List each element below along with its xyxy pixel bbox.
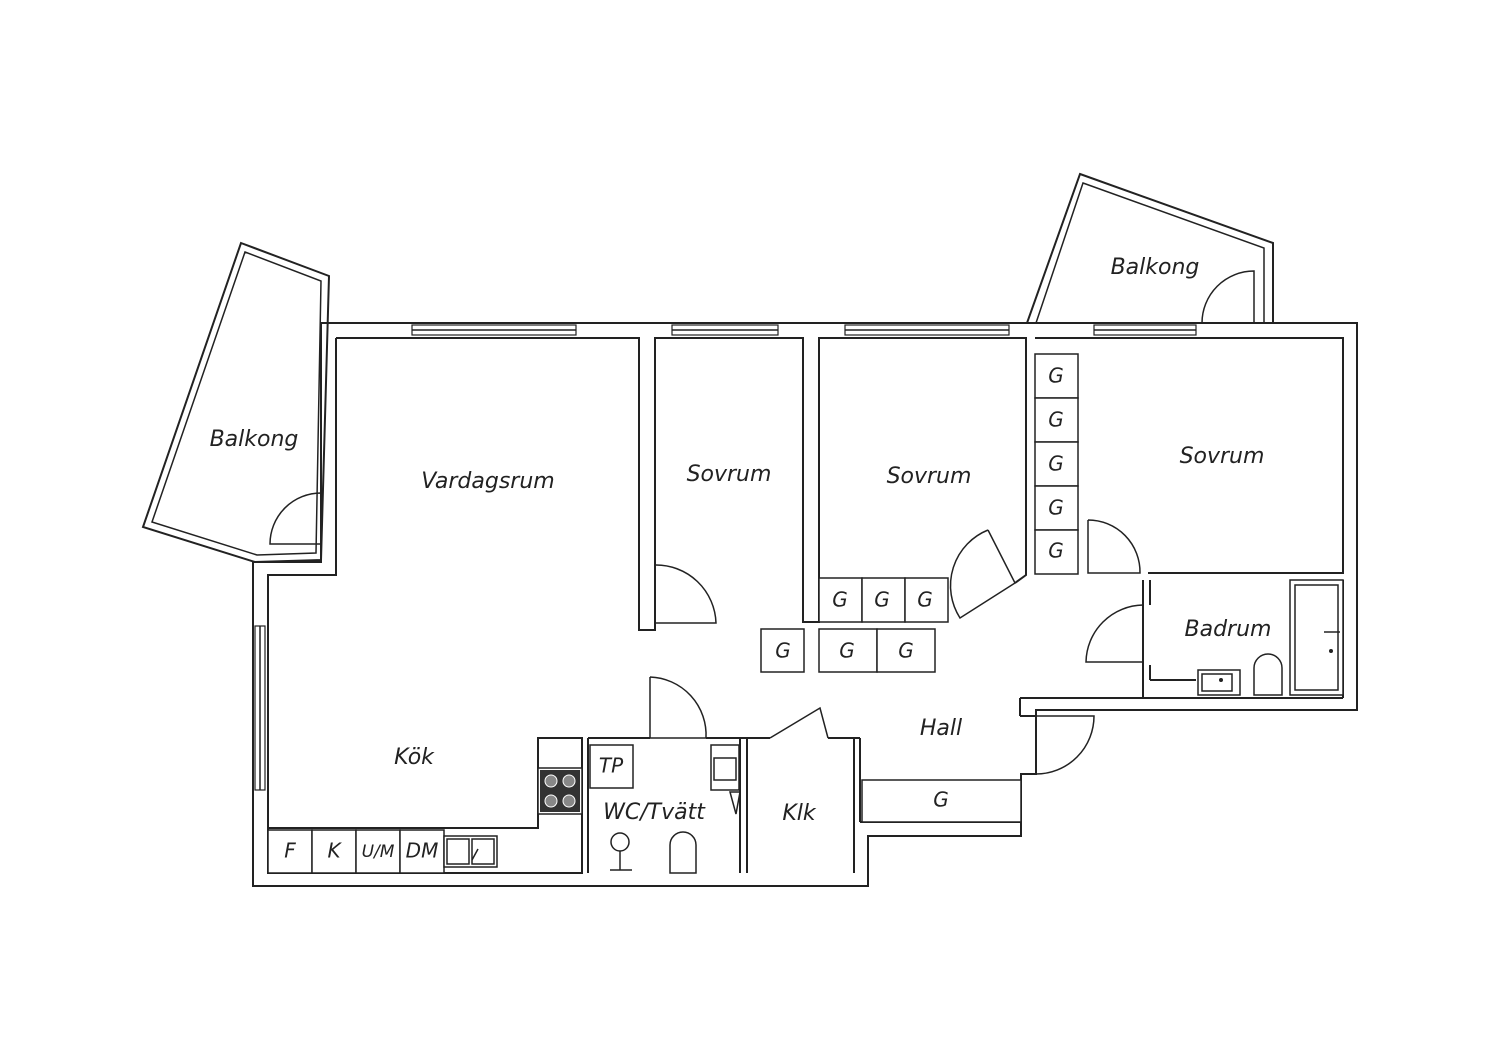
- stove-icon: [540, 770, 580, 812]
- kitchen-sink-icon: [443, 835, 498, 868]
- kitchen-label: Kök: [394, 745, 435, 770]
- wardrobe-label: G: [874, 588, 890, 612]
- doors: [269, 270, 1255, 775]
- wardrobe-label: G: [1048, 539, 1064, 563]
- wardrobe-label: G: [1048, 364, 1064, 388]
- closet-label: Klk: [782, 801, 817, 826]
- wardrobe-label: G: [917, 588, 933, 612]
- bathtub-icon: [1289, 579, 1344, 696]
- bedroom-2-label: Sovrum: [887, 464, 972, 489]
- bathroom-label: Badrum: [1185, 617, 1272, 642]
- balcony-right-label: Balkong: [1111, 255, 1200, 280]
- toilet-icon: [669, 831, 697, 874]
- balcony-right: [1025, 172, 1274, 324]
- wardrobe-label: G: [1048, 452, 1064, 476]
- windows: [254, 324, 1197, 791]
- balcony-left: [141, 241, 331, 564]
- wardrobes: [760, 353, 1079, 823]
- freezer-label: K: [327, 839, 342, 863]
- oven-microwave-label: U/M: [362, 842, 395, 862]
- interior-wall-outline: [267, 337, 1344, 874]
- laundry-fixtures: [589, 744, 741, 815]
- hall-label: Hall: [920, 716, 962, 741]
- bathroom-sink-icon: [1197, 669, 1241, 696]
- wardrobe-label: G: [933, 788, 949, 812]
- dishwasher-label: DM: [406, 839, 439, 863]
- wardrobe-label: G: [775, 639, 791, 663]
- wardrobe-label: G: [1048, 496, 1064, 520]
- bedroom-3-label: Sovrum: [1180, 444, 1265, 469]
- fridge-label: F: [284, 839, 296, 863]
- exterior-wall: [252, 322, 1358, 887]
- dryer-cabinet-label: TP: [599, 754, 624, 778]
- wardrobe-label: G: [832, 588, 848, 612]
- wardrobe-label: G: [839, 639, 855, 663]
- balcony-left-label: Balkong: [210, 427, 299, 452]
- wardrobe-label: G: [898, 639, 914, 663]
- bedroom-1-label: Sovrum: [687, 462, 772, 487]
- wc-laundry-label: WC/Tvätt: [603, 800, 706, 825]
- floor-drain-icon: [610, 832, 632, 871]
- wardrobe-label: G: [1048, 408, 1064, 432]
- bathroom-toilet-icon: [1253, 653, 1283, 696]
- living-room-label: Vardagsrum: [421, 469, 554, 494]
